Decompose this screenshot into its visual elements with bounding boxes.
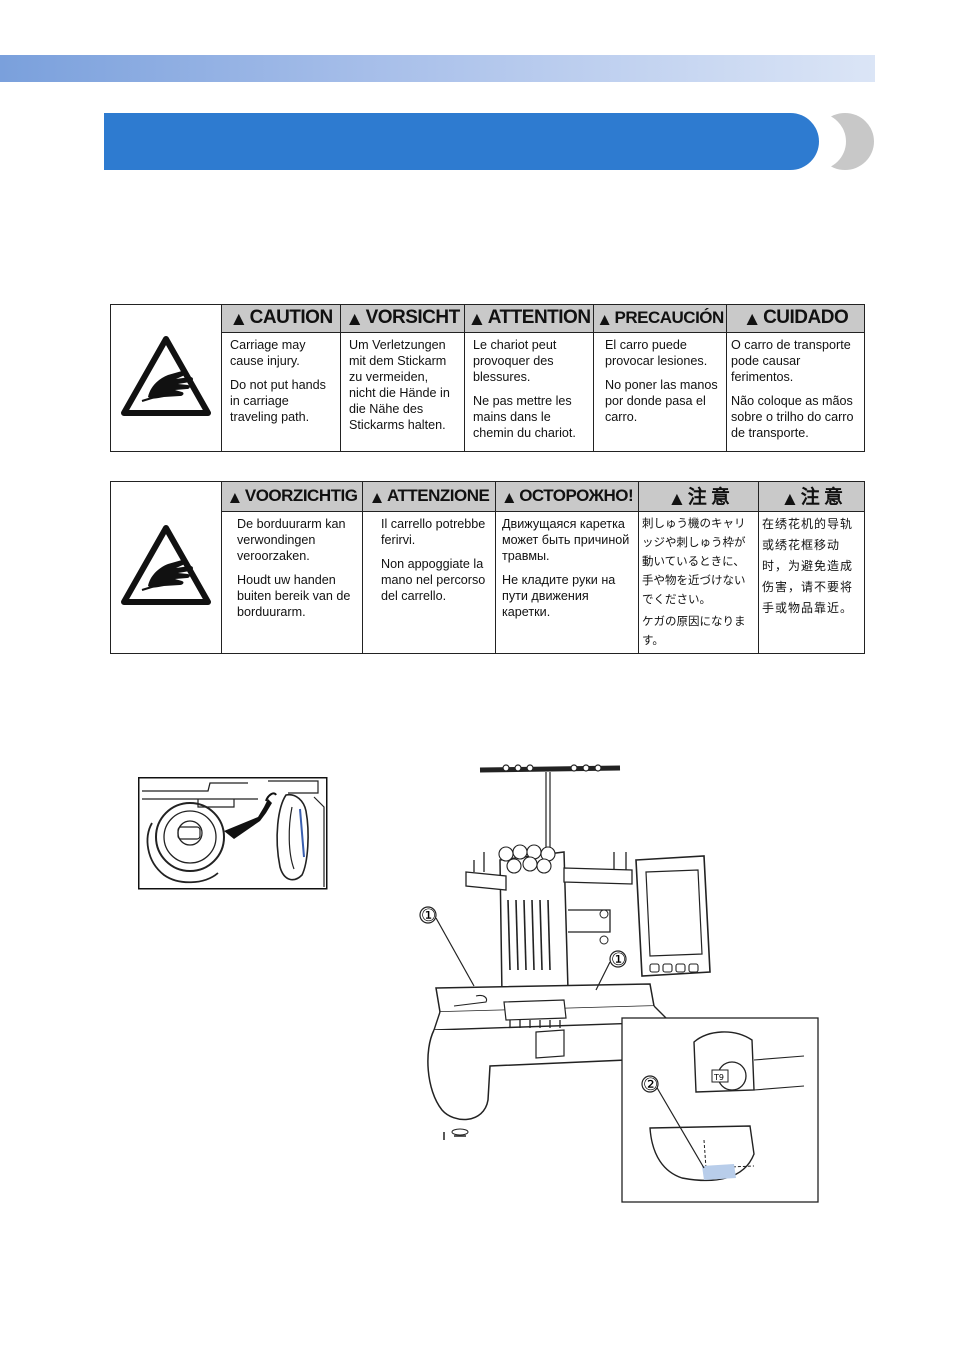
warning-text: Не кладите руки на пути движения каретки… <box>502 573 616 619</box>
callout-1-right: ① <box>611 950 626 970</box>
header-attenzione: ▲ATTENZIONE <box>362 481 496 512</box>
cell-english: Carriage may cause injury. Do not put ha… <box>221 332 341 452</box>
header-cuidado: ▲CUIDADO <box>726 304 865 333</box>
hand-crush-icon <box>121 525 211 605</box>
top-gradient-bar <box>0 55 875 82</box>
warning-text: Um Verletzungen mit dem Stickarm zu verm… <box>349 338 450 432</box>
header-attention: ▲ATTENTION <box>464 304 594 333</box>
header-ostorozhno: ▲ОСТОРОЖНО! <box>495 481 639 512</box>
warning-text: Движущаяся каретка может быть причиной т… <box>502 517 630 563</box>
callout-1-left: ① <box>421 906 436 926</box>
hand-crush-icon <box>121 335 211 416</box>
warning-text: Non appoggiate la mano nel percorso del … <box>381 557 486 603</box>
header-voorzichtig: ▲VOORZICHTIG <box>221 481 363 512</box>
cell-italian: Il carrello potrebbe ferirvi. Non appogg… <box>362 511 496 654</box>
warning-table-1: ▲CAUTION ▲VORSICHT ▲ATTENTION ▲PRECAUCIÓ… <box>110 304 865 452</box>
warning-text: De borduurarm kan verwondingen veroorzak… <box>237 517 346 563</box>
cell-chinese: 在绣花机的导轨或绣花框移动时，为避免造成伤害，请不要将手或物品靠近。 <box>758 511 865 654</box>
warning-text: Do not put hands in carriage traveling p… <box>230 378 326 424</box>
header-vorsicht: ▲VORSICHT <box>340 304 465 333</box>
section-title-bar <box>104 113 819 170</box>
warning-text: 刺しゅう機のキャリッジや刺しゅう枠が動いているときに、手や物を近づけないでくださ… <box>642 518 746 606</box>
warning-table-2: ▲VOORZICHTIG ▲ATTENZIONE ▲ОСТОРОЖНО! ▲注 … <box>110 481 865 654</box>
cell-french: Le chariot peut provoquer des blessures.… <box>464 332 594 452</box>
bobbin-case-label: T9 <box>713 1073 724 1082</box>
warning-text: Houdt uw handen buiten bereik van de bor… <box>237 573 351 619</box>
cell-portuguese: O carro de transporte pode causar ferime… <box>726 332 865 452</box>
header-japanese: ▲注 意 <box>638 481 759 512</box>
cell-dutch: De borduurarm kan verwondingen veroorzak… <box>221 511 363 654</box>
cell-spanish: El carro puede provocar lesiones. No pon… <box>593 332 727 452</box>
cell-russian: Движущаяся каретка может быть причиной т… <box>495 511 639 654</box>
header-caution: ▲CAUTION <box>221 304 341 333</box>
warning-text: 在绣花机的导轨或绣花框移动时，为避免造成伤害，请不要将手或物品靠近。 <box>762 517 854 615</box>
hand-injury-warning-icon <box>110 304 222 452</box>
oiling-hook-illustration <box>138 777 328 890</box>
warning-text: Le chariot peut provoquer des blessures. <box>473 338 557 384</box>
warning-text: Não coloque as mãos sobre o trilho do ca… <box>731 394 854 440</box>
warning-text: Il carrello potrebbe ferirvi. <box>381 517 486 547</box>
header-chinese: ▲注 意 <box>758 481 865 512</box>
warning-text: ケガの原因になります。 <box>642 616 746 647</box>
hand-injury-warning-icon <box>110 481 222 654</box>
warning-text: Ne pas mettre les mains dans le chemin d… <box>473 394 576 440</box>
embroidery-machine-illustration: ① ① T9 ② <box>419 764 819 1203</box>
warning-text: El carro puede provocar lesiones. <box>605 338 708 368</box>
warning-text: No poner las manos por donde pasa el car… <box>605 378 718 424</box>
cell-german: Um Verletzungen mit dem Stickarm zu verm… <box>340 332 465 452</box>
callout-2: ② <box>643 1075 658 1095</box>
warning-text: O carro de transporte pode causar ferime… <box>731 338 851 384</box>
header-precaucion: ▲PRECAUCIÓN <box>593 304 727 333</box>
cell-japanese: 刺しゅう機のキャリッジや刺しゅう枠が動いているときに、手や物を近づけないでくださ… <box>638 511 759 654</box>
warning-text: Carriage may cause injury. <box>230 338 306 368</box>
